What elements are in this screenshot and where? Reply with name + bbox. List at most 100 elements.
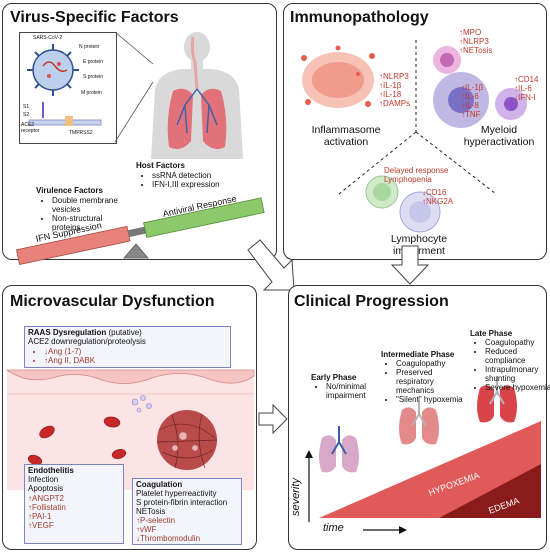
marker: ↑IL-6 — [514, 84, 532, 93]
marker: ↑NLRP3 — [459, 37, 489, 46]
list-item: No/minimal impairment — [326, 382, 386, 400]
list-item: Reduced compliance — [485, 347, 550, 365]
list-item: Non-structural proteins — [52, 214, 132, 232]
caption-line: Myeloid — [480, 124, 518, 136]
intermediate-phase-list: Coagulopathy Preserved respiratory mecha… — [387, 359, 468, 404]
marker: ↑IL-6 — [461, 92, 479, 101]
host-factors-heading: Host Factors — [136, 161, 185, 170]
intermediate-phase-heading: Intermediate Phase — [381, 350, 455, 359]
list-item: Preserved respiratory mechanics — [396, 368, 468, 395]
panel-title: Immunopathology — [290, 9, 429, 26]
late-phase-list: Coagulopathy Reduced compliance Intrapul… — [476, 338, 550, 392]
list-item: ↓Ang (1-7) — [44, 347, 95, 356]
list-item: Apoptosis — [28, 484, 64, 493]
virus-particle-illustration — [27, 44, 102, 126]
human-body-illustration — [151, 32, 243, 159]
sars-label: SARS-CoV-2 — [33, 35, 63, 41]
balance-seesaw-illustration — [15, 197, 265, 265]
marker: ↓CD16 — [422, 188, 447, 197]
s2-label: S2 — [23, 112, 30, 118]
inflammasome-cell-illustration — [301, 45, 375, 108]
list-item: NETosis — [136, 507, 166, 516]
microvascular-dysfunction-panel: Microvascular Dysfunction RAAS Dysregula… — [2, 285, 257, 550]
marker: ↑P-selectin — [136, 516, 176, 525]
late-phase-heading: Late Phase — [470, 329, 513, 338]
panel-title: Clinical Progression — [294, 293, 449, 310]
myeloid-markers-left: ↑IL-1β ↑IL-6 ↑IL-8 ↑TNF — [461, 83, 483, 119]
marker: Delayed response — [384, 166, 449, 175]
marker: ↑CD14 — [514, 75, 539, 84]
marker: ↑IL-1β — [461, 83, 484, 92]
marker: ↑MPO — [459, 28, 482, 37]
tmprss2-label: TMPRSS2 — [69, 130, 93, 136]
caption-line: activation — [323, 136, 369, 148]
list-item: Platelet hyperreactivity — [136, 489, 217, 498]
severity-axis-label: severity — [290, 478, 302, 516]
marker: ↓IFN-I — [514, 93, 536, 102]
marker: ↑ANGPT2 — [28, 494, 65, 503]
clinical-progression-panel: Clinical Progression HYPOXEMIA EDEMA sev… — [288, 285, 550, 550]
blood-vessel-illustration — [5, 369, 255, 490]
list-item: ↑Ang II, DABK — [44, 356, 95, 365]
lymphocyte-markers-top: Delayed response Lymphopenia — [384, 166, 448, 184]
list-item: Intrapulmonary shunting — [485, 365, 550, 383]
marker: ↑PAI-1 — [28, 512, 52, 521]
marker: ↑NLRP3 — [379, 72, 409, 81]
virus-specific-factors-panel: Virus-Specific Factors SARS-CoV-2 N prot… — [2, 3, 277, 265]
marker: ↓Thrombomodulin — [136, 534, 201, 543]
coagulation-heading: Coagulation — [136, 480, 183, 489]
myeloid-caption: Myeloid hyperactivation — [456, 124, 542, 148]
raas-heading-line: RAAS Dysregulation (putative) — [28, 328, 142, 337]
list-item: Coagulopathy — [485, 338, 550, 347]
endothelitis-heading: Endothelitis — [28, 466, 74, 475]
arrow-micro-to-clinical — [258, 403, 288, 435]
panel-title: Microvascular Dysfunction — [10, 293, 215, 310]
raas-heading-note: (putative) — [108, 328, 142, 337]
list-item: Double membrane vesicles — [52, 196, 132, 214]
immunopathology-panel: Immunopathology ↑NLRP3 ↑IL-1β ↑IL-18 ↑DA… — [283, 3, 547, 260]
host-factors-list: ssRNA detection IFN-I,III expression — [143, 171, 232, 189]
caption-line: hyperactivation — [463, 136, 535, 148]
lymphocyte-cells-illustration — [365, 175, 441, 233]
s-protein-label: S protein — [83, 74, 104, 80]
marker: ↑TNF — [461, 110, 481, 119]
coagulation-items: Platelet hyperreactivity S protein-fibri… — [136, 489, 227, 516]
arrow-immuno-to-clinical — [390, 245, 430, 285]
severity-wedge — [305, 421, 541, 534]
raas-box — [24, 326, 231, 368]
early-phase-heading: Early Phase — [311, 373, 357, 382]
immuno-dashed-dividers — [338, 40, 497, 195]
myeloid-markers-top: ↑MPO ↑NLRP3 ↑NETosis — [459, 28, 492, 55]
panel-title: Virus-Specific Factors — [10, 9, 179, 26]
myeloid-cell-illustration — [433, 46, 527, 128]
coagulation-box — [132, 478, 242, 545]
arrow-virus-to-clinical — [247, 239, 295, 291]
marker: ↑NKG2A — [422, 197, 454, 206]
marker: ↑IL-1β — [379, 81, 402, 90]
list-item: "Silent" hypoxemia — [396, 395, 468, 404]
marker: ↑NETosis — [459, 46, 493, 55]
time-axis-label: time — [323, 522, 344, 534]
marker: Lymphopenia — [384, 175, 432, 184]
marker: ↑Follistatin — [28, 503, 66, 512]
virulence-factors-list: Double membrane vesicles Non-structural … — [43, 196, 132, 232]
endothelitis-markers: ↑ANGPT2 ↑Follistatin ↑PAI-1 ↑VEGF — [28, 494, 66, 530]
caption-line: Inflammasome — [311, 124, 381, 136]
list-item: Coagulopathy — [396, 359, 468, 368]
marker: ↑vWF — [136, 525, 157, 534]
list-item: ssRNA detection — [152, 171, 232, 180]
raas-line: ACE2 downregulation/proteolysis — [28, 337, 146, 346]
n-protein-label: N protein — [79, 44, 100, 50]
endothelitis-box — [24, 464, 124, 544]
marker: ↑IL-8 — [461, 101, 479, 110]
early-phase-list: No/minimal impairment — [317, 382, 386, 400]
lungs-intermediate-illustration — [399, 398, 439, 445]
inset-connector-lines — [114, 31, 154, 143]
marker: ↑IL-18 — [379, 90, 402, 99]
myeloid-markers-right: ↑CD14 ↑IL-6 ↓IFN-I — [514, 75, 538, 102]
list-item: Infection — [28, 475, 59, 484]
virulence-factors-heading: Virulence Factors — [36, 186, 103, 195]
raas-heading: RAAS Dysregulation — [28, 328, 107, 337]
ace2-label: ACE2 receptor — [21, 122, 40, 134]
